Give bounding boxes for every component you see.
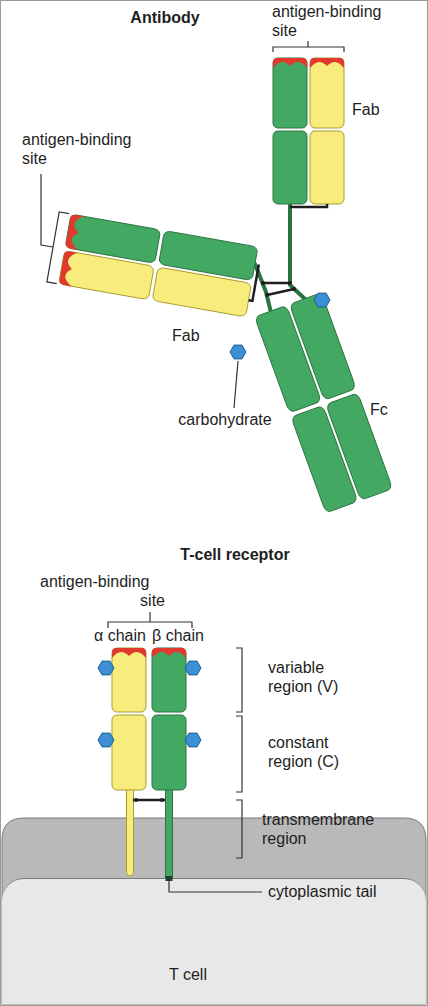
heavy-constant-domain [159, 231, 258, 281]
beta-transmembrane-tail [166, 786, 173, 878]
antigen-binding-loops [310, 58, 344, 68]
bond-dot [134, 798, 138, 802]
light-constant-domain [310, 131, 344, 204]
disulfide-bond [267, 289, 294, 295]
beta-variable-domain [152, 648, 186, 712]
disulfide-bond [263, 282, 290, 285]
hinge-chain [290, 204, 305, 299]
fragment-label: Fab [172, 326, 200, 345]
part-label: carbohydrate [160, 410, 290, 429]
leader-line [169, 881, 262, 892]
bond-dot [261, 281, 265, 285]
antigen-binding-loops [152, 648, 186, 658]
site-label: antigen-binding site [40, 572, 165, 610]
region-bracket [236, 648, 242, 712]
antigen-binding-loops [273, 58, 307, 68]
bond-dot [288, 281, 292, 285]
heavy-variable-domain [273, 58, 307, 128]
section-heading: T-cell receptor [155, 545, 315, 564]
section-heading: Antibody [110, 8, 220, 27]
region-label: cytoplasmic tail [268, 882, 376, 901]
fragment-label: Fc [370, 400, 388, 419]
bond-dot [292, 287, 296, 291]
region-bracket [236, 800, 242, 858]
carbohydrate-symbol [185, 661, 201, 675]
alpha-variable-domain [112, 648, 146, 712]
carbohydrate-symbol [185, 733, 201, 747]
antigen-binding-loops [112, 648, 146, 658]
site-bracket [41, 174, 69, 284]
carbohydrate-symbol [98, 661, 114, 675]
region-bracket [236, 716, 242, 792]
node-text: T cell [146, 965, 230, 984]
region-label: variable region (V) [268, 658, 358, 696]
site-bracket [108, 612, 192, 628]
bond-dot [265, 293, 269, 297]
alpha-constant-domain [112, 715, 146, 790]
carbohydrate-symbol [314, 293, 330, 307]
carbohydrate-symbol [230, 345, 246, 359]
fragment-label: Fab [352, 100, 380, 119]
heavy-variable-domain [65, 214, 161, 263]
chain-label: β chain [152, 626, 204, 645]
site-label: antigen-binding site [22, 130, 142, 168]
cytoplasmic-tip [166, 876, 173, 881]
fc-stem [255, 293, 393, 513]
alpha-transmembrane-tail [127, 786, 134, 876]
region-label: transmembrane region [262, 810, 387, 848]
fab-arm [273, 58, 344, 207]
heavy-constant-domain [273, 131, 307, 204]
site-label: antigen-binding site [272, 2, 392, 40]
light-variable-domain [310, 58, 344, 128]
site-bracket [273, 41, 344, 52]
carbohydrate-symbol [98, 733, 114, 747]
antigen-binding-loops [59, 251, 78, 287]
heavy-constant-domain [326, 393, 393, 500]
disulfide-bond [249, 264, 259, 301]
beta-constant-domain [152, 715, 186, 790]
fab-arm [59, 214, 262, 318]
leader-line [234, 361, 238, 408]
bond-dot [160, 798, 164, 802]
disulfide-bond [133, 799, 165, 802]
antigen-binding-loops [65, 214, 84, 250]
region-label: constant region (C) [268, 733, 363, 771]
disulfide-bond [290, 204, 327, 207]
heavy-constant-domain [289, 293, 356, 400]
cell-membrane [2, 818, 426, 1004]
chain-label: α chain [94, 626, 146, 645]
